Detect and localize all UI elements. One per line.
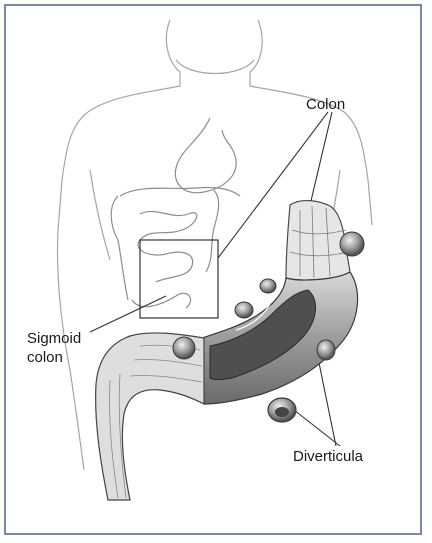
diverticulum-upper-left [235, 302, 253, 318]
diverticulum-right [317, 340, 335, 360]
label-colon: Colon [306, 96, 345, 114]
label-sigmoid-line1: Sigmoid [27, 330, 81, 348]
diverticulum-left [173, 337, 195, 359]
label-sigmoid-line2: colon [27, 349, 63, 367]
diverticulum-small [260, 279, 276, 293]
label-diverticula: Diverticula [293, 448, 363, 466]
diverticulum-top [340, 232, 364, 256]
abdomen-organs [111, 118, 240, 308]
